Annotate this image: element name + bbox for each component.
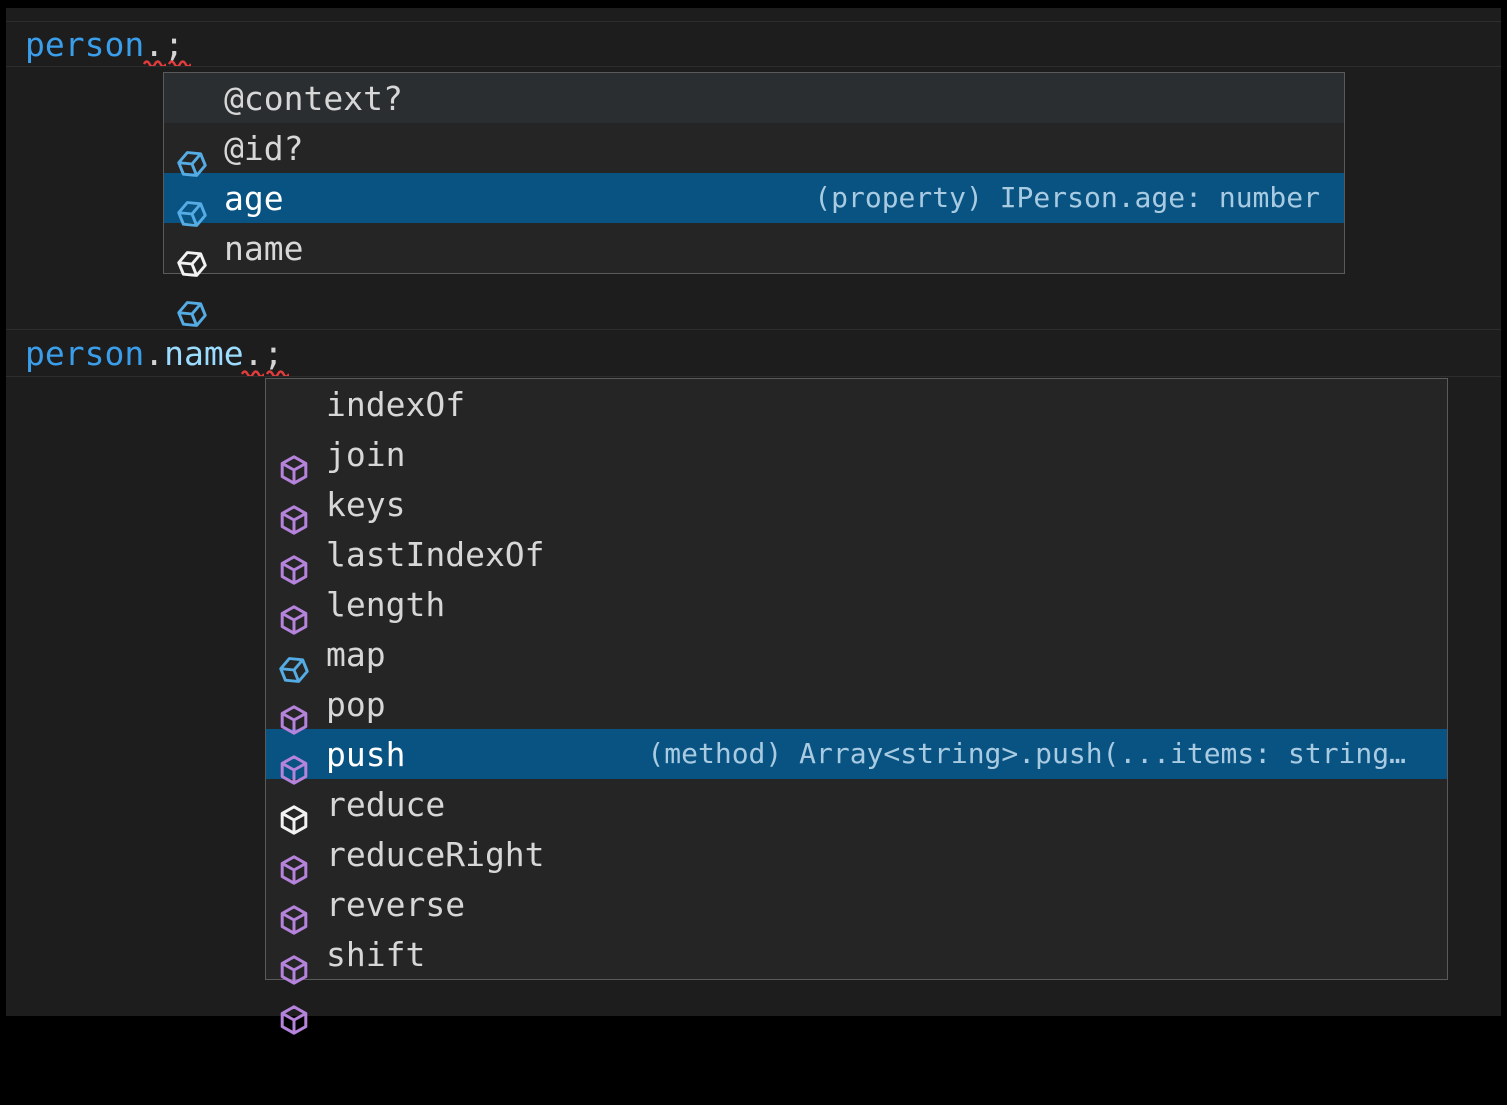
- suggest-widget-1: @context? @id? age (property) IPerson.ag…: [163, 72, 1345, 327]
- symbol-method-icon: [278, 388, 310, 485]
- suggestion-label: lastIndexOf: [326, 534, 545, 574]
- symbol-field-icon: [176, 182, 208, 277]
- suggestion-label: join: [326, 434, 406, 474]
- suggest-item[interactable]: lastIndexOf: [266, 529, 1447, 635]
- token-variable: person: [25, 24, 145, 64]
- symbol-method-icon: [278, 888, 310, 985]
- symbol-method-icon: [278, 488, 310, 585]
- vscode-editor-screenshot: { "colors": { "editor-bg": "#1d1d1d", "p…: [6, 8, 1501, 1035]
- code-line-1[interactable]: person.;: [6, 21, 1501, 67]
- suggestion-label: length: [326, 584, 446, 624]
- suggest-item[interactable]: join: [266, 429, 1447, 535]
- token-dot: .: [243, 333, 264, 373]
- suggest-item[interactable]: age (property) IPerson.age: number: [164, 173, 1344, 277]
- code-line-2[interactable]: person.name.;: [6, 329, 1501, 377]
- suggestion-label: reduce: [326, 784, 446, 824]
- suggest-item[interactable]: reverse: [266, 879, 1447, 985]
- token-semicolon: ;: [164, 24, 184, 64]
- suggestion-label: pop: [326, 684, 386, 724]
- suggest-item[interactable]: reduce: [266, 779, 1447, 885]
- suggest-item[interactable]: length: [266, 579, 1447, 683]
- suggest-item[interactable]: push (method) Array<string>.push(...item…: [266, 729, 1447, 835]
- symbol-method-icon: [278, 838, 310, 935]
- symbol-method-icon: [278, 688, 310, 785]
- suggest-item[interactable]: pop: [266, 679, 1447, 785]
- symbol-field-icon: [176, 232, 208, 327]
- symbol-method-icon: [278, 638, 310, 735]
- suggest-item[interactable]: keys: [266, 479, 1447, 585]
- suggestion-label: reverse: [326, 884, 466, 924]
- suggest-item[interactable]: @context?: [164, 73, 1344, 177]
- error-squiggle: [143, 58, 166, 66]
- symbol-method-icon: [278, 788, 310, 885]
- suggest-item[interactable]: indexOf: [266, 379, 1447, 485]
- token-dot: .: [144, 24, 165, 64]
- suggest-widget-2: indexOf join keys lastIndexOf: [265, 378, 1448, 1035]
- error-squiggle: [241, 368, 264, 376]
- symbol-method-icon: [278, 938, 310, 1035]
- symbol-property-icon: [278, 588, 310, 683]
- suggestion-label: push: [326, 734, 406, 774]
- symbol-field-icon: [176, 132, 208, 227]
- token-semicolon: ;: [263, 333, 284, 373]
- suggest-item[interactable]: @id?: [164, 123, 1344, 227]
- suggestion-label: @id?: [224, 128, 304, 168]
- symbol-method-icon: [278, 438, 310, 535]
- symbol-method-icon: [278, 538, 310, 635]
- suggestion-label: @context?: [224, 78, 403, 118]
- suggest-item[interactable]: map: [266, 629, 1447, 735]
- error-squiggle: [266, 368, 289, 376]
- suggestion-detail: (property) IPerson.age: number: [814, 181, 1320, 214]
- suggestion-label: keys: [326, 484, 406, 524]
- symbol-method-icon: [278, 738, 310, 835]
- suggestion-detail: (method) Array<string>.push(...items: st…: [647, 737, 1406, 770]
- token-dot: .: [144, 333, 165, 373]
- code-text: person.name.;: [6, 337, 283, 370]
- suggestion-label: indexOf: [326, 384, 466, 424]
- suggestion-label: shift: [326, 934, 426, 974]
- suggestion-label: name: [224, 228, 304, 268]
- token-variable: person: [25, 333, 145, 373]
- suggest-item[interactable]: name: [164, 223, 1344, 327]
- suggest-item[interactable]: reduceRight: [266, 829, 1447, 935]
- symbol-field-icon: [176, 82, 208, 177]
- token-property: name: [164, 333, 244, 373]
- suggestion-label: age: [224, 178, 284, 218]
- code-text: person.;: [6, 28, 184, 61]
- suggestion-label: map: [326, 634, 386, 674]
- error-squiggle: [168, 58, 191, 66]
- suggest-item[interactable]: shift: [266, 929, 1447, 1035]
- suggestion-label: reduceRight: [326, 834, 545, 874]
